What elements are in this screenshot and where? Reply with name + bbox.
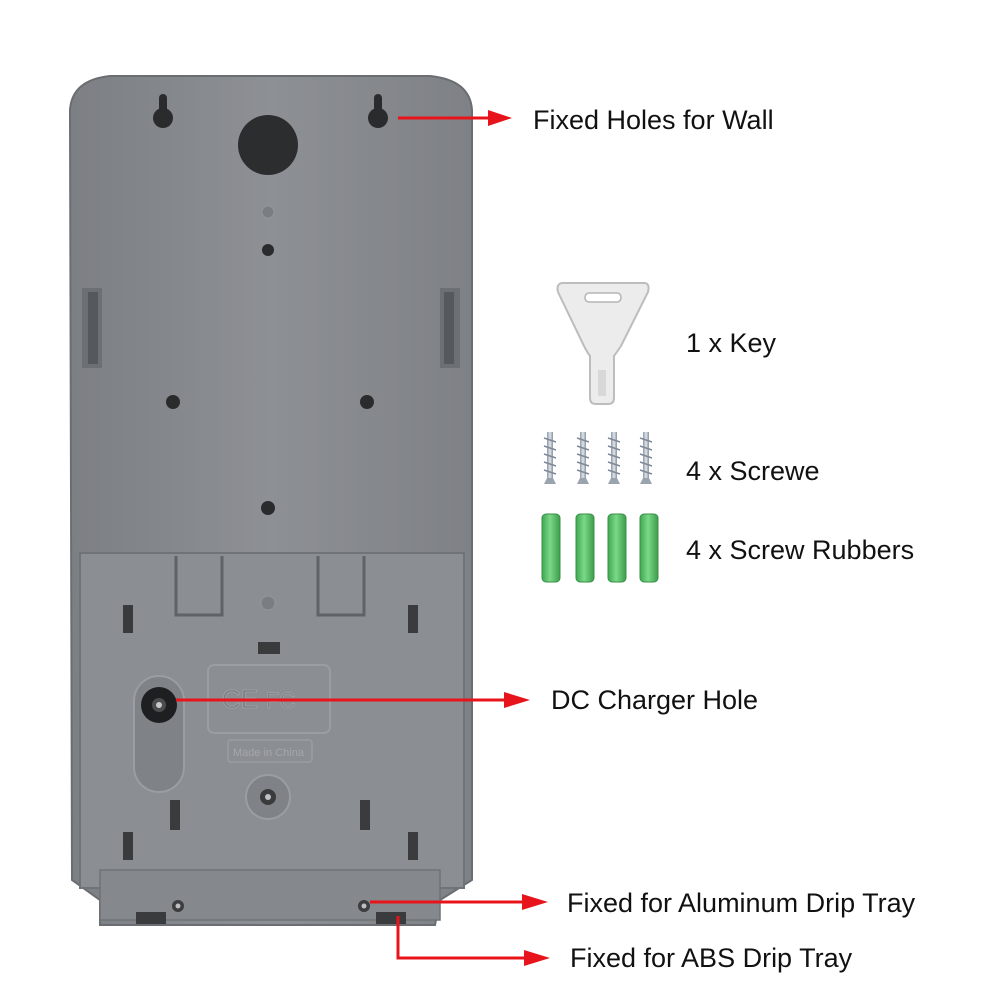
arrow-abs-tray — [396, 916, 550, 966]
dc-charger-socket — [141, 687, 177, 723]
label-dc-charger: DC Charger Hole — [551, 685, 759, 715]
label-abs-tray: Fixed for ABS Drip Tray — [570, 943, 853, 973]
label-screw-rubbers: 4 x Screw Rubbers — [686, 535, 915, 565]
wall-keyhole-left — [153, 94, 173, 128]
arrow-dc-charger — [176, 692, 530, 708]
aluminum-tray-screw-left — [172, 900, 184, 912]
label-wall-holes: Fixed Holes for Wall — [533, 105, 774, 135]
arrow-aluminum-tray — [370, 894, 548, 910]
label-screws: 4 x Screwe — [686, 456, 820, 486]
key-accessory — [556, 282, 650, 405]
label-aluminum-tray: Fixed for Aluminum Drip Tray — [567, 888, 916, 918]
label-key: 1 x Key — [686, 328, 777, 358]
wall-keyhole-right — [368, 94, 388, 128]
made-in-label: Made in China — [233, 747, 305, 759]
arrow-wall-holes — [398, 110, 512, 126]
aluminum-tray-screw-right — [358, 900, 370, 912]
screws-accessory — [543, 432, 653, 484]
dispenser-back-plate: CE FC Made in China — [68, 75, 473, 926]
screw-rubbers-accessory — [541, 513, 659, 583]
